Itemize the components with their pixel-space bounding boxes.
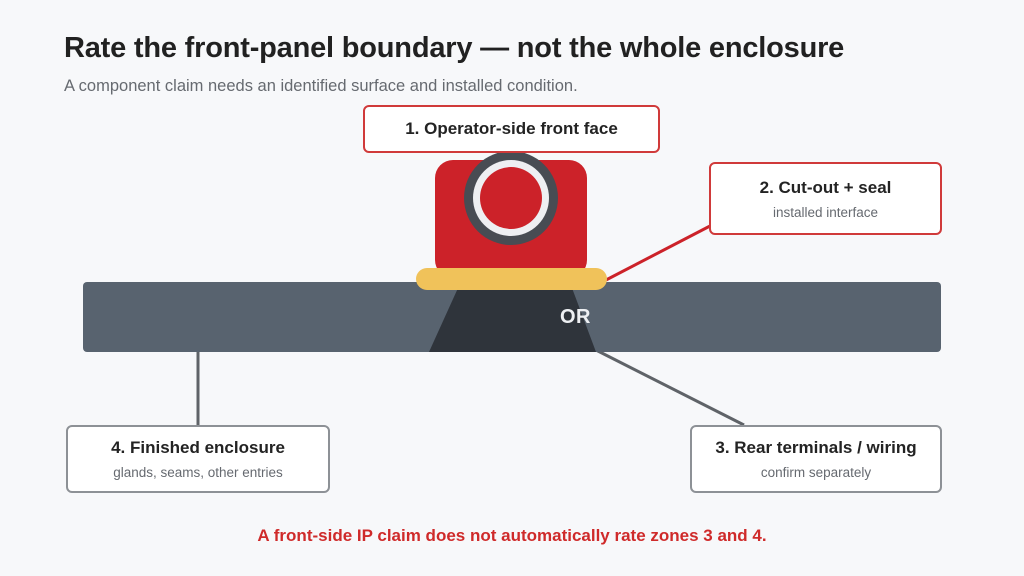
leader-line-seal: [605, 224, 711, 282]
callout-finished-enclosure-title: 4. Finished enclosure: [111, 438, 285, 457]
footer-note: A front-side IP claim does not automatic…: [257, 526, 767, 545]
callout-front-face: 1. Operator-side front face: [363, 105, 660, 153]
callout-rear-terminals-subtitle: confirm separately: [760, 465, 872, 480]
callout-front-face-title: 1. Operator-side front face: [405, 119, 618, 138]
device-body: [429, 288, 596, 352]
leader-line-rear: [587, 344, 745, 427]
callout-cutout-seal-subtitle: installed interface: [772, 204, 879, 220]
page-subtitle: A component claim needs an identified su…: [64, 77, 578, 95]
page-title: Rate the front-panel boundary — not the …: [64, 32, 845, 64]
callout-cutout-seal: 2. Cut-out + seal installed interface: [709, 162, 942, 235]
callout-rear-terminals-title: 3. Rear terminals / wiring: [715, 438, 917, 457]
callout-rear-terminals: 3. Rear terminals / wiring confirm separ…: [690, 425, 942, 493]
callout-finished-enclosure: 4. Finished enclosure glands, seams, oth…: [66, 425, 330, 493]
callout-finished-enclosure-subtitle: glands, seams, other entries: [113, 465, 283, 480]
panel-label: OR: [560, 306, 591, 328]
panel-seal: [416, 268, 607, 290]
push-button: [480, 167, 542, 229]
callout-cutout-seal-title: 2. Cut-out + seal: [759, 177, 892, 197]
